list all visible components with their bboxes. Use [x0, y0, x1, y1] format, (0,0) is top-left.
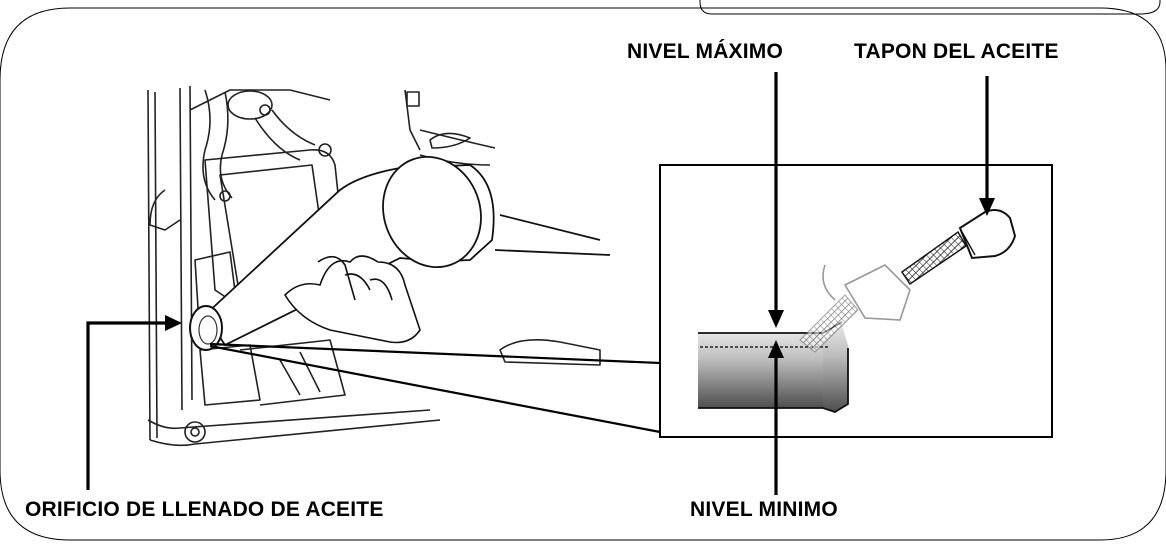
hand-illustration [283, 255, 421, 344]
oil-reservoir [698, 321, 849, 413]
funnel-icon [203, 155, 611, 347]
header-box-edge [699, 0, 1161, 15]
oil-fill-hole [189, 305, 223, 351]
dipstick-cap-icon [901, 209, 1017, 285]
oil-cap-label: TAPON DEL ACEITE [854, 40, 1059, 63]
fill-hole-arrow [86, 321, 166, 490]
min-level-label: NIVEL MINIMO [690, 498, 838, 521]
max-level-label: NIVEL MÁXIMO [627, 40, 784, 63]
zoom-lines [209, 342, 661, 434]
fill-hole-label: ORIFICIO DE LLENADO DE ACEITE [25, 498, 384, 521]
arrows [86, 72, 989, 495]
dipstick-inserted [799, 264, 911, 353]
